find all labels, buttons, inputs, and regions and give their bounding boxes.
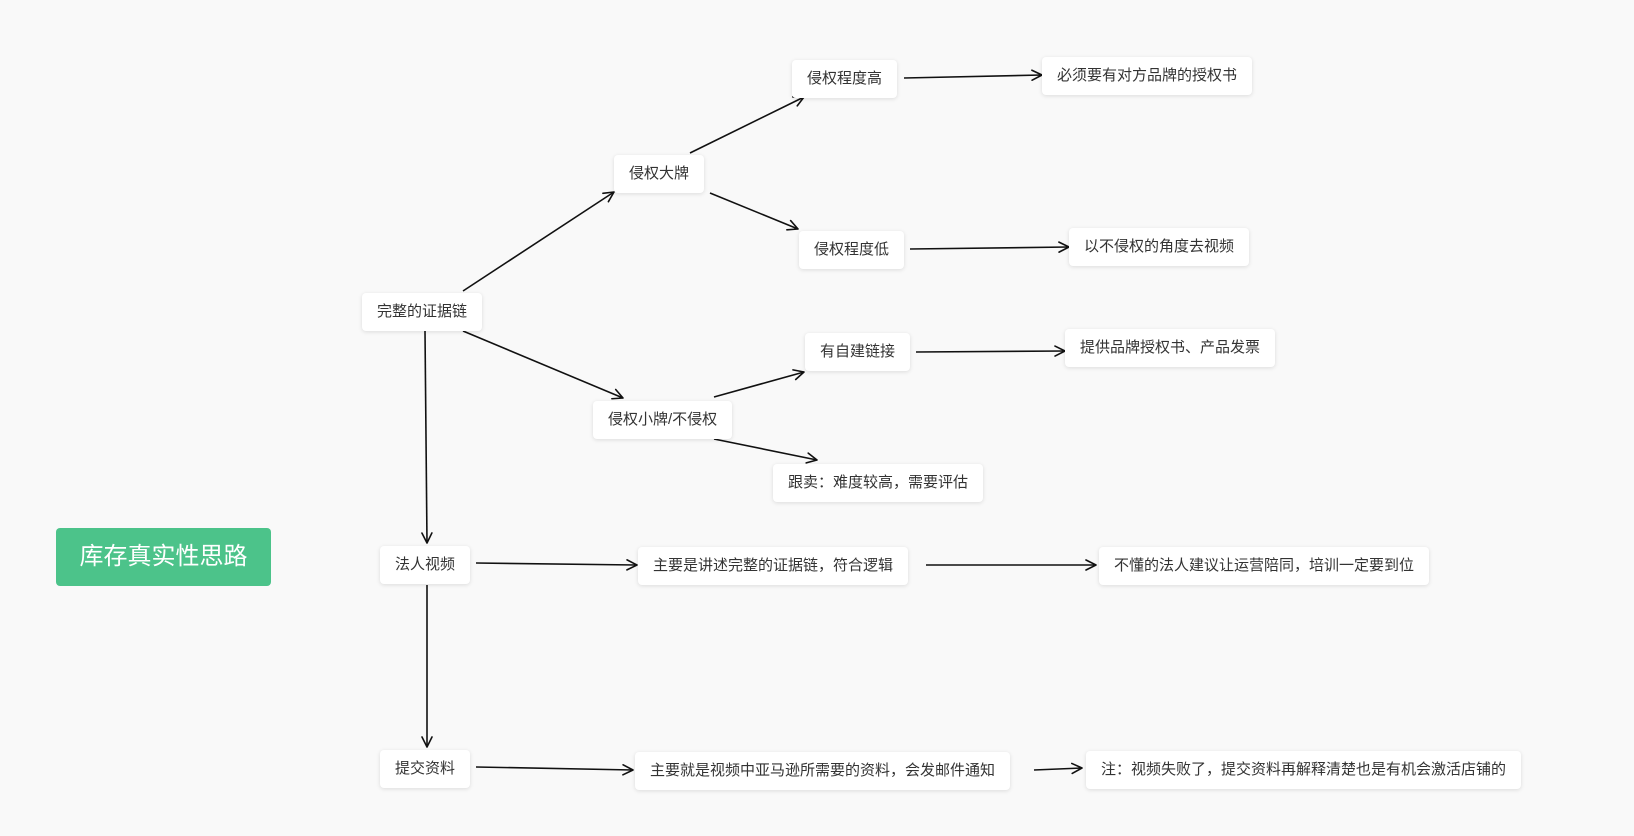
node-legal-video-tip[interactable]: 不懂的法人建议让运营陪同，培训一定要到位 [1099,547,1430,585]
node-own-listing[interactable]: 有自建链接 [805,333,911,371]
node-legal-video[interactable]: 法人视频 [380,546,471,584]
root-node[interactable]: 库存真实性思路 [56,528,271,586]
edge-high-to-authorize [903,69,1043,82]
node-submit-docs-main[interactable]: 主要就是视频中亚马逊所需要的资料，会发邮件通知 [635,752,1011,790]
edge-submit-to-main [475,764,634,776]
node-submit-docs[interactable]: 提交资料 [380,750,471,788]
edge-evidence-to-smallbrand [462,330,624,400]
edge-smallbrand-to-ownlisting [713,369,805,398]
node-follow-sell[interactable]: 跟卖：难度较高，需要评估 [773,464,984,502]
node-big-brand[interactable]: 侵权大牌 [614,155,705,193]
node-high-infringe[interactable]: 侵权程度高 [792,60,898,98]
node-must-authorize[interactable]: 必须要有对方品牌的授权书 [1042,57,1253,95]
edge-low-to-noninfringe [909,241,1070,253]
node-small-brand[interactable]: 侵权小牌/不侵权 [593,401,733,439]
edge-evidence-to-bigbrand [462,191,615,292]
edge-ownlisting-to-providedocs [915,345,1066,357]
node-low-infringe[interactable]: 侵权程度低 [799,231,905,269]
edge-smallbrand-to-followsell [713,438,818,464]
edge-evidence-to-legalvideo [421,330,433,544]
node-submit-docs-note[interactable]: 注：视频失败了，提交资料再解释清楚也是有机会激活店铺的 [1086,751,1522,789]
node-non-infringe-video[interactable]: 以不侵权的角度去视频 [1069,228,1250,266]
edge-legalvideo-to-main [475,559,638,571]
node-evidence-chain[interactable]: 完整的证据链 [362,293,483,331]
node-provide-docs[interactable]: 提供品牌授权书、产品发票 [1065,329,1276,367]
edge-bigbrand-to-high [689,96,805,154]
node-legal-video-main[interactable]: 主要是讲述完整的证据链，符合逻辑 [638,547,909,585]
edge-bigbrand-to-low [709,192,799,231]
edge-submitmain-to-note [1033,762,1083,775]
